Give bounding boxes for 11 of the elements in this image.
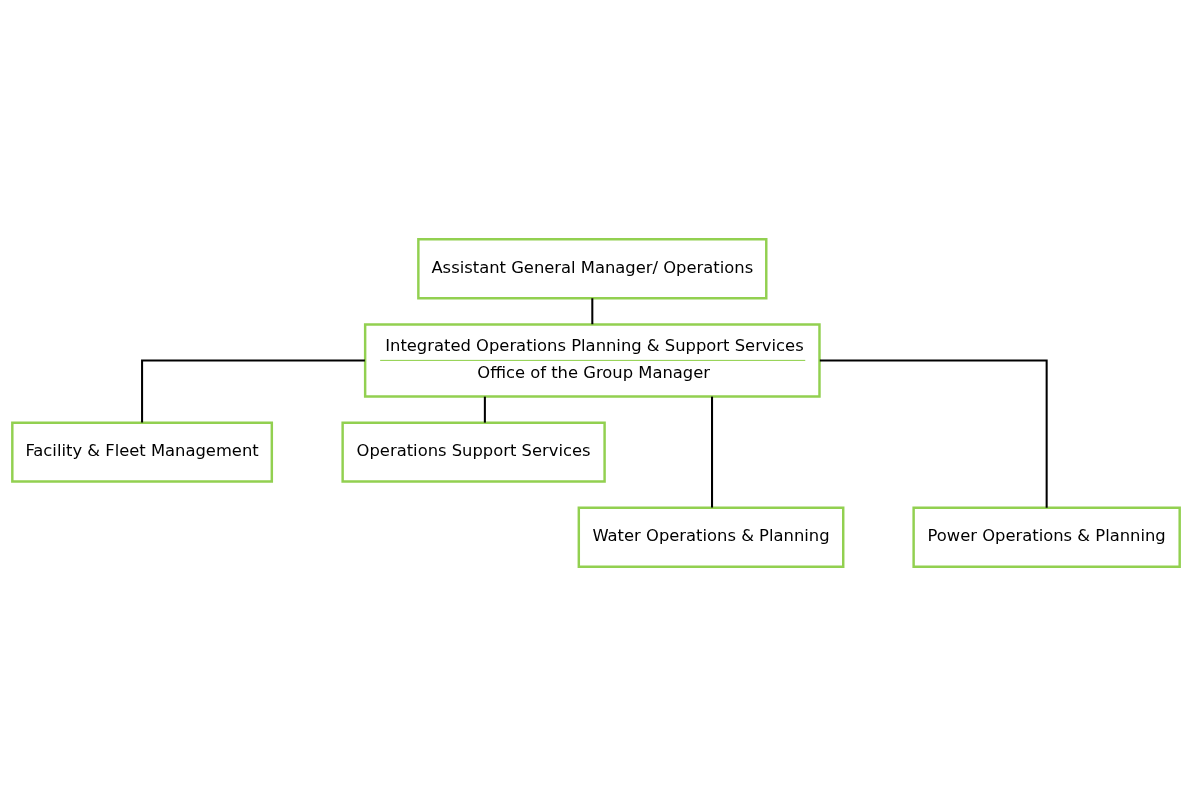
connector [141,359,365,423]
connector [483,396,486,423]
connector [711,396,714,508]
connector [819,359,1048,508]
node-box: Assistant General Manager/ Operations [417,238,768,300]
connector [591,298,594,325]
node-box: Integrated Operations Planning & Support Services Office of the Group Manager [363,323,821,398]
node-box: Operations Support Services [341,421,606,483]
node-box: Power Operations & Planning [912,506,1181,568]
node-box: Facility & Fleet Management [11,421,274,483]
node-box: Water Operations & Planning [577,506,845,568]
